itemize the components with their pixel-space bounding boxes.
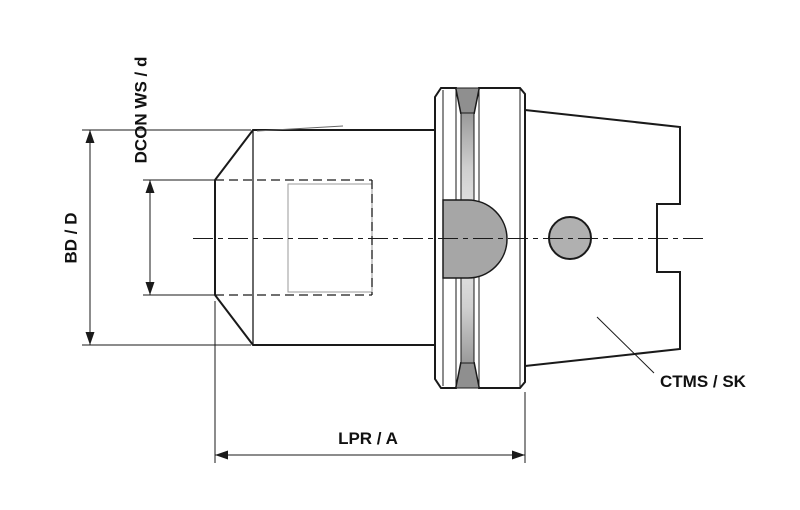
label-shank-type: CTMS / SK <box>660 372 747 391</box>
leader-line <box>596 316 655 374</box>
arrowhead <box>145 282 155 295</box>
label-body-diameter: BD / D <box>62 213 81 264</box>
label-projection-length: LPR / A <box>338 429 398 448</box>
dimension-projection-length: LPR / A <box>214 301 526 463</box>
dimension-bore-diameter: DCON WS / d <box>132 57 214 296</box>
shank-type-callout: CTMS / SK <box>596 316 747 391</box>
arrowhead <box>85 130 95 143</box>
arrowhead <box>85 332 95 345</box>
arrowhead <box>512 450 525 460</box>
arrowhead <box>145 180 155 193</box>
top-facet-line <box>256 125 344 132</box>
arrowhead <box>215 450 228 460</box>
label-bore-diameter: DCON WS / d <box>132 57 151 164</box>
holder-body <box>214 125 436 346</box>
dimension-body-diameter: BD / D <box>62 129 251 346</box>
